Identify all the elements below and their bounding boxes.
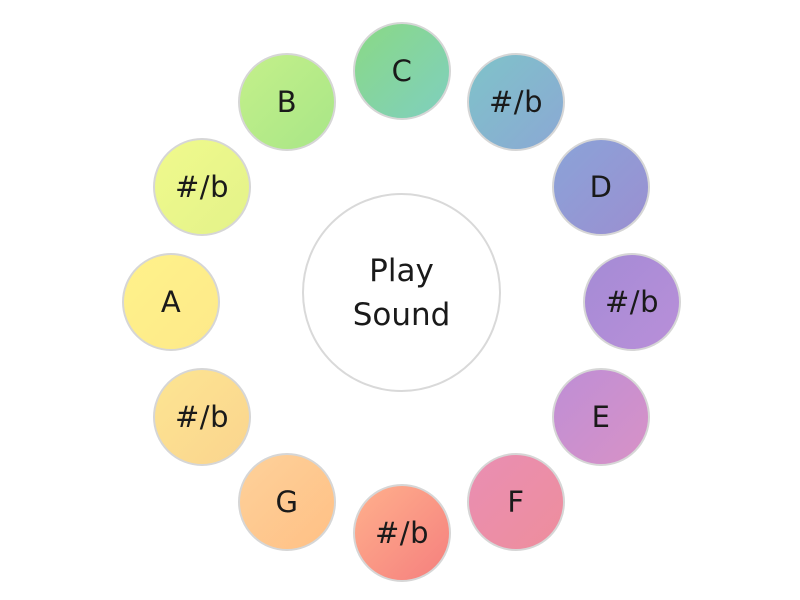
note-c-sharp-button[interactable]: #/b xyxy=(467,53,565,151)
play-label-line2: Sound xyxy=(352,296,451,333)
note-label: B xyxy=(276,85,298,119)
note-label: G xyxy=(275,485,299,519)
note-b-button[interactable]: B xyxy=(238,53,336,151)
note-f-sharp-button[interactable]: #/b xyxy=(353,484,451,582)
note-label: #/b xyxy=(175,170,229,204)
note-label: #/b xyxy=(375,516,429,550)
note-a-button[interactable]: A xyxy=(122,253,220,351)
note-a-sharp-button[interactable]: #/b xyxy=(153,138,251,236)
play-label-line1: Play xyxy=(369,252,434,289)
play-sound-button[interactable]: Play Sound xyxy=(302,193,501,392)
note-label: #/b xyxy=(175,400,229,434)
note-label: E xyxy=(591,400,611,434)
note-c-button[interactable]: C xyxy=(353,22,451,120)
note-label: #/b xyxy=(605,285,659,319)
note-f-button[interactable]: F xyxy=(467,453,565,551)
note-label: A xyxy=(160,285,182,319)
note-d-sharp-button[interactable]: #/b xyxy=(583,253,681,351)
note-label: C xyxy=(391,54,413,88)
note-d-button[interactable]: D xyxy=(552,138,650,236)
note-label: D xyxy=(589,170,613,204)
note-g-button[interactable]: G xyxy=(238,453,336,551)
note-e-button[interactable]: E xyxy=(552,368,650,466)
note-g-sharp-button[interactable]: #/b xyxy=(153,368,251,466)
note-label: #/b xyxy=(489,85,543,119)
note-label: F xyxy=(507,485,525,519)
